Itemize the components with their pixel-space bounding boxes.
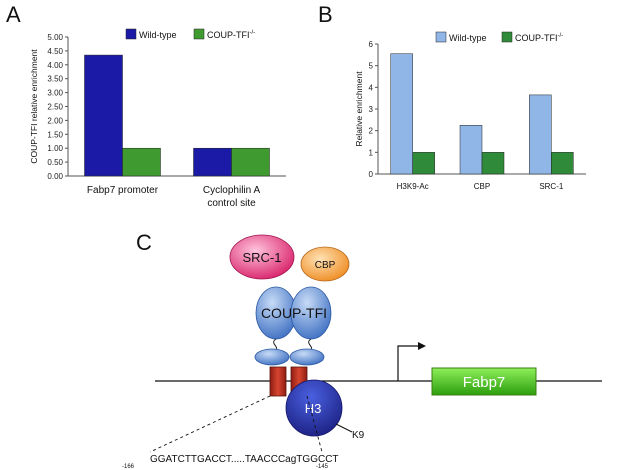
legend-swatch-1: [193, 28, 205, 40]
legend-label-0: Wild-type: [449, 33, 487, 43]
y-tick-label: 3.50: [47, 75, 63, 84]
h3-label: H3: [305, 401, 322, 416]
y-tick-label: 4.00: [47, 61, 63, 70]
sequence-start-position: -166: [122, 464, 135, 470]
binding-site-box-1: [269, 366, 287, 397]
y-axis-label: COUP-TFI relative enrichment: [29, 49, 39, 164]
y-tick-label: 0: [369, 170, 374, 179]
y-tick-label: 6: [369, 40, 374, 49]
y-tick-label: 4.50: [47, 47, 63, 56]
panel-a-letter: A: [6, 2, 21, 27]
x-category-label: SRC-1: [539, 182, 564, 191]
bar-coup-tfi-ko-0: [122, 147, 161, 177]
coup-tfi-dimer: COUP-TFI: [254, 286, 332, 366]
bar-wildtype-1: [459, 125, 483, 175]
y-tick-label: 0.00: [47, 172, 63, 181]
tss-arrow: [397, 342, 426, 381]
y-tick-label: 2.50: [47, 103, 63, 112]
panel-a: A 0.00 0.50 1.00 1.50 2.00 2.50 3.00 3.50 4.00 4.…: [6, 2, 286, 209]
y-tick-label: 5.00: [47, 33, 63, 42]
bar-wildtype-2: [529, 94, 552, 175]
y-tick-label: 2: [369, 127, 374, 136]
bar-wildtype-0: [390, 53, 413, 175]
src1-label: SRC-1: [242, 250, 281, 265]
k9-pointer: [335, 423, 353, 433]
legend-label-0: Wild-type: [139, 30, 177, 40]
histone-h3: [285, 379, 343, 437]
y-tick-label: 4: [369, 83, 374, 92]
x-category-label: CBP: [474, 182, 490, 191]
sequence-end-position: -145: [316, 464, 329, 470]
x-category-label: H3K9-Ac: [397, 182, 429, 191]
bar-coup-tfi-ko-0: [412, 152, 435, 175]
src1-protein: [229, 234, 295, 280]
panel-c-letter: C: [136, 230, 152, 255]
y-tick-label: 1: [369, 148, 374, 157]
y-tick-label: 2.00: [47, 116, 63, 125]
fabp7-label: Fabp7: [463, 374, 506, 391]
legend-label-1: COUP-TFI-/-: [207, 30, 255, 40]
bar-wildtype-1: [193, 147, 232, 177]
fabp7-gene-box: [431, 367, 537, 396]
cbp-label: CBP: [315, 260, 336, 271]
y-tick-label: 1.00: [47, 144, 63, 153]
legend-swatch-0: [125, 28, 137, 40]
dashed-line-left: [149, 395, 271, 453]
dashed-line-right: [306, 395, 323, 453]
bar-wildtype-0: [84, 54, 123, 177]
k9-label: K9: [352, 430, 365, 441]
y-tick-label: 1.50: [47, 130, 63, 139]
bar-coup-tfi-ko-1: [231, 147, 270, 177]
x-category-label: Cyclophilin A: [203, 185, 261, 196]
panel-b-letter: B: [318, 2, 333, 27]
legend-swatch-0: [435, 31, 447, 43]
bar-coup-tfi-ko-2: [551, 152, 574, 175]
y-tick-label: 5: [369, 62, 374, 71]
sequence-text: GGATCTTGACCT.....TAACCCagTGGCCT: [150, 454, 339, 465]
cbp-protein: [300, 246, 350, 282]
x-category-label: Fabp7 promoter: [87, 185, 159, 196]
legend-label-1: COUP-TFI-/-: [515, 33, 563, 43]
y-tick-label: 3.00: [47, 89, 63, 98]
chart-a: 0.00 0.50 1.00 1.50 2.00 2.50 3.00 3.50 4.00 4.50…: [29, 28, 286, 209]
y-tick-label: 0.50: [47, 158, 63, 167]
bar-coup-tfi-ko-1: [481, 152, 505, 175]
y-tick-label: 3: [369, 105, 374, 114]
x-category-label: control site: [207, 198, 256, 209]
legend-swatch-1: [501, 31, 513, 43]
y-axis-label: Relative enrichment: [354, 71, 364, 147]
coup-tfi-label: COUP-TFI: [261, 305, 327, 321]
panel-c: C: [122, 230, 602, 470]
